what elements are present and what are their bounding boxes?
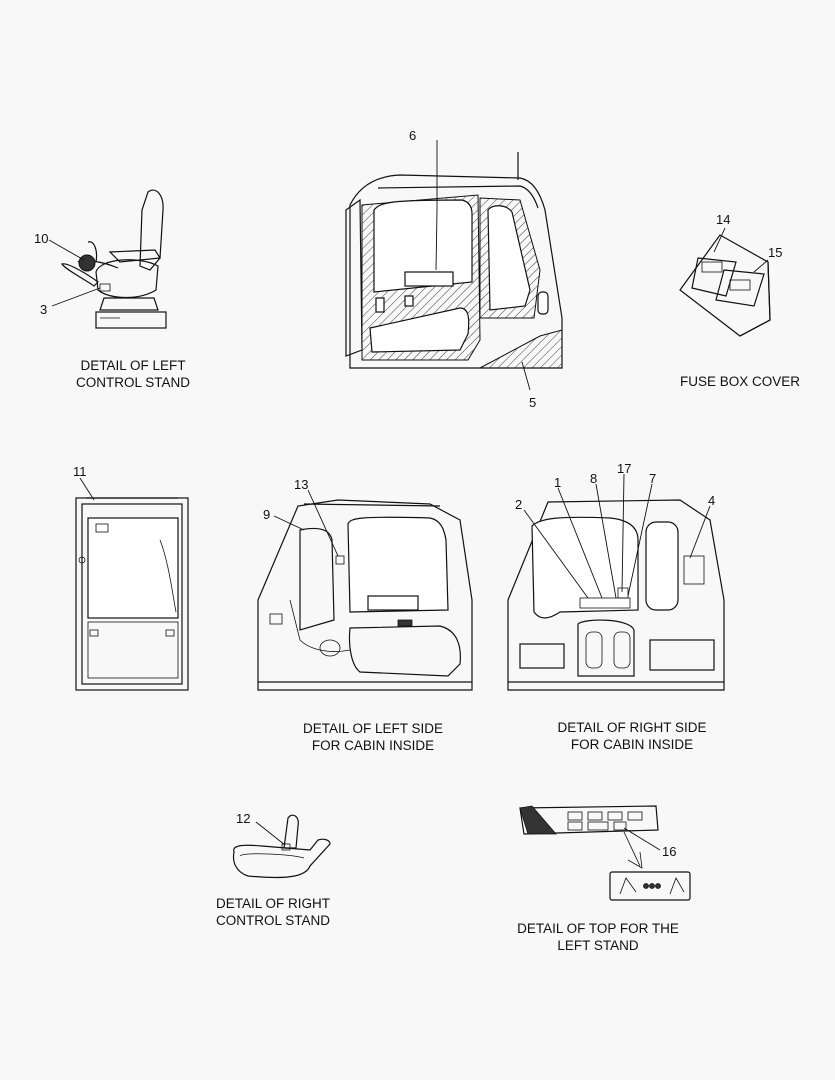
callout-13: 13: [294, 477, 309, 492]
right-cabin-inside-illustration: [507, 473, 725, 691]
callout-5: 5: [529, 395, 537, 410]
callout-7: 7: [649, 471, 657, 486]
callout-8: 8: [590, 471, 598, 486]
fuse-box-illustration: [679, 227, 771, 337]
caption-top-left-stand: DETAIL OF TOP FOR THE LEFT STAND: [517, 921, 679, 953]
seat-illustration: [48, 189, 167, 329]
left-stand-top-illustration: [519, 805, 691, 901]
callout-14: 14: [716, 212, 731, 227]
cabin-exterior-illustration: [345, 140, 563, 391]
callout-9: 9: [263, 507, 271, 522]
callout-12: 12: [236, 811, 251, 826]
caption-right-side-cabin: DETAIL OF RIGHT SIDE FOR CABIN INSIDE: [557, 720, 707, 752]
callout-4: 4: [708, 493, 716, 508]
callout-10: 10: [34, 231, 49, 246]
callout-3: 3: [40, 302, 48, 317]
callout-15: 15: [768, 245, 783, 260]
callout-2: 2: [515, 497, 523, 512]
caption-left-control-stand: DETAIL OF LEFT CONTROL STAND: [75, 358, 190, 390]
callout-6: 6: [409, 128, 417, 143]
callout-11: 11: [73, 464, 87, 479]
callout-16: 16: [662, 844, 677, 859]
callout-1: 1: [554, 475, 562, 490]
right-control-stand-illustration: [232, 814, 331, 879]
callout-17: 17: [617, 461, 632, 476]
left-cabin-inside-illustration: [257, 489, 473, 691]
caption-right-control-stand: DETAIL OF RIGHT CONTROL STAND: [215, 896, 330, 928]
caption-fuse-box-cover: FUSE BOX COVER: [679, 374, 801, 389]
caption-left-side-cabin: DETAIL OF LEFT SIDE FOR CABIN INSIDE: [302, 721, 444, 753]
door-illustration: [75, 477, 189, 691]
